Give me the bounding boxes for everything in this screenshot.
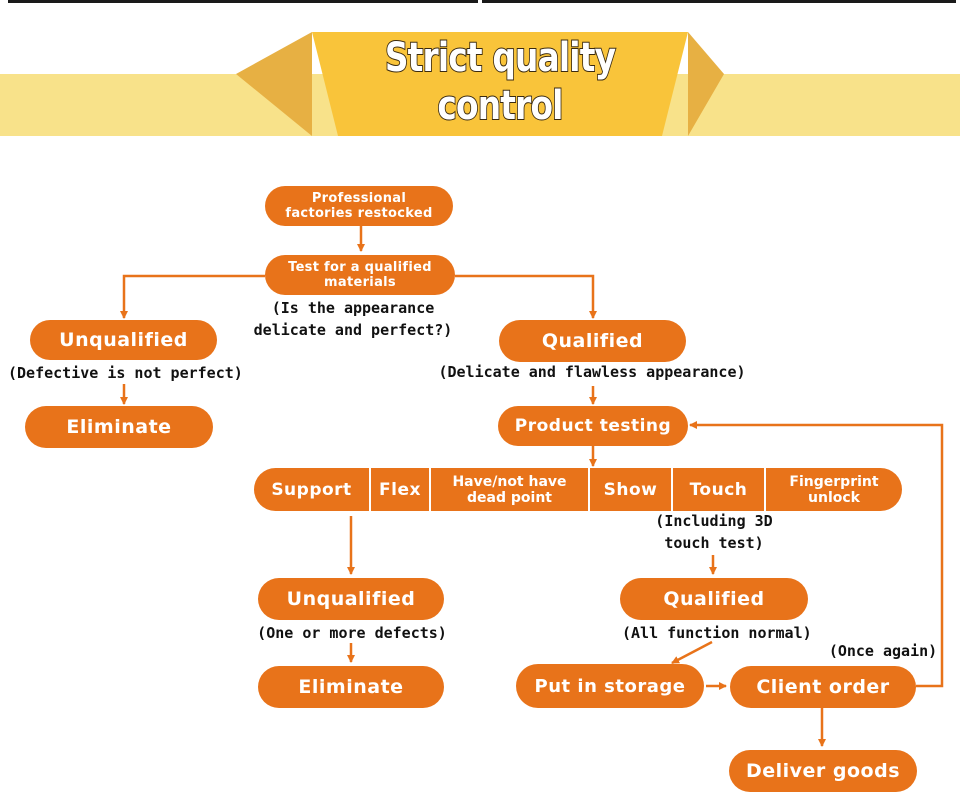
test-show: Show — [588, 468, 671, 511]
node-qualified-1: Qualified — [499, 320, 686, 362]
note-3d-touch: (Including 3D touch test) — [655, 512, 773, 552]
note-defective: (Defective is not perfect) — [8, 364, 243, 382]
node-qualified-2: Qualified — [620, 578, 808, 620]
note-one-or-more-defects: (One or more defects) — [257, 624, 447, 642]
test-flex: Flex — [369, 468, 429, 511]
test-touch: Touch — [671, 468, 764, 511]
note-all-function-normal: (All function normal) — [622, 624, 812, 642]
banner-shape — [236, 32, 724, 136]
node-eliminate-1: Eliminate — [25, 406, 213, 448]
note-appearance-question: (Is the appearance delicate and perfect?… — [253, 299, 453, 339]
node-product-testing: Product testing — [498, 406, 688, 446]
node-professional-factories: Professional factories restocked — [265, 186, 453, 226]
arrow-test-to-qualified — [455, 274, 597, 319]
banner-title-line-1: Strict quality — [384, 34, 617, 82]
node-unqualified-1: Unqualified — [30, 320, 217, 360]
node-deliver-goods: Deliver goods — [729, 750, 917, 792]
note-once-again: (Once again) — [828, 642, 938, 660]
tests-bar: Support Flex Have/not have dead point Sh… — [254, 468, 902, 511]
test-fingerprint: Fingerprint unlock — [764, 468, 902, 511]
node-put-in-storage: Put in storage — [516, 664, 704, 708]
node-unqualified-2: Unqualified — [258, 578, 444, 620]
top-bar-left — [8, 0, 478, 3]
arrow-qualified-to-storage — [671, 640, 713, 665]
test-support: Support — [271, 479, 352, 500]
arrow-order-loop-back — [689, 421, 944, 688]
node-test-materials: Test for a qualified materials — [265, 255, 455, 295]
note-delicate-flawless: (Delicate and flawless appearance) — [438, 363, 746, 381]
node-client-order: Client order — [730, 666, 916, 708]
banner-title: Strict quality control — [346, 34, 654, 130]
node-eliminate-2: Eliminate — [258, 666, 444, 708]
test-dead-point: Have/not have dead point — [429, 468, 588, 511]
top-bar-right — [482, 0, 956, 3]
arrow-test-to-unqualified — [120, 274, 265, 319]
banner-title-line-2: control — [437, 82, 565, 130]
